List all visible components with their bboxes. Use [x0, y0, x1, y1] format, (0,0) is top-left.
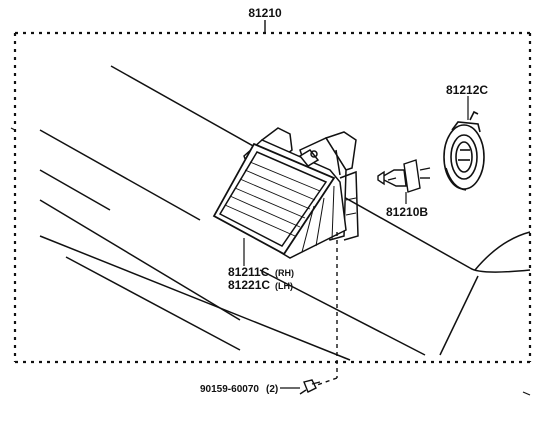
- assembly-label: 81210: [248, 6, 282, 20]
- assembly-boundary: [13, 31, 532, 364]
- lens-lh-part-number: 81221C: [228, 278, 270, 292]
- screw: [299, 379, 321, 395]
- lens-lh-side: (LH): [275, 281, 293, 291]
- screw-part-number: 90159-60070: [200, 384, 259, 395]
- part-leaders: [243, 96, 469, 266]
- bulb-part-number: 81210B: [386, 205, 428, 219]
- bumper-contour-fragments: [10, 127, 531, 396]
- screw-leader: [316, 232, 338, 386]
- socket-cover-part-number: 81212C: [446, 83, 488, 97]
- lens-rh-part-number: 81211C: [228, 265, 270, 279]
- socket-cover: [443, 110, 485, 191]
- bulb: [377, 159, 431, 193]
- lens-rh-side: (RH): [275, 268, 294, 278]
- screw-quantity: (2): [266, 384, 278, 395]
- fog-lamp-housing: [212, 127, 359, 259]
- bumper-contour-lines: [39, 65, 531, 361]
